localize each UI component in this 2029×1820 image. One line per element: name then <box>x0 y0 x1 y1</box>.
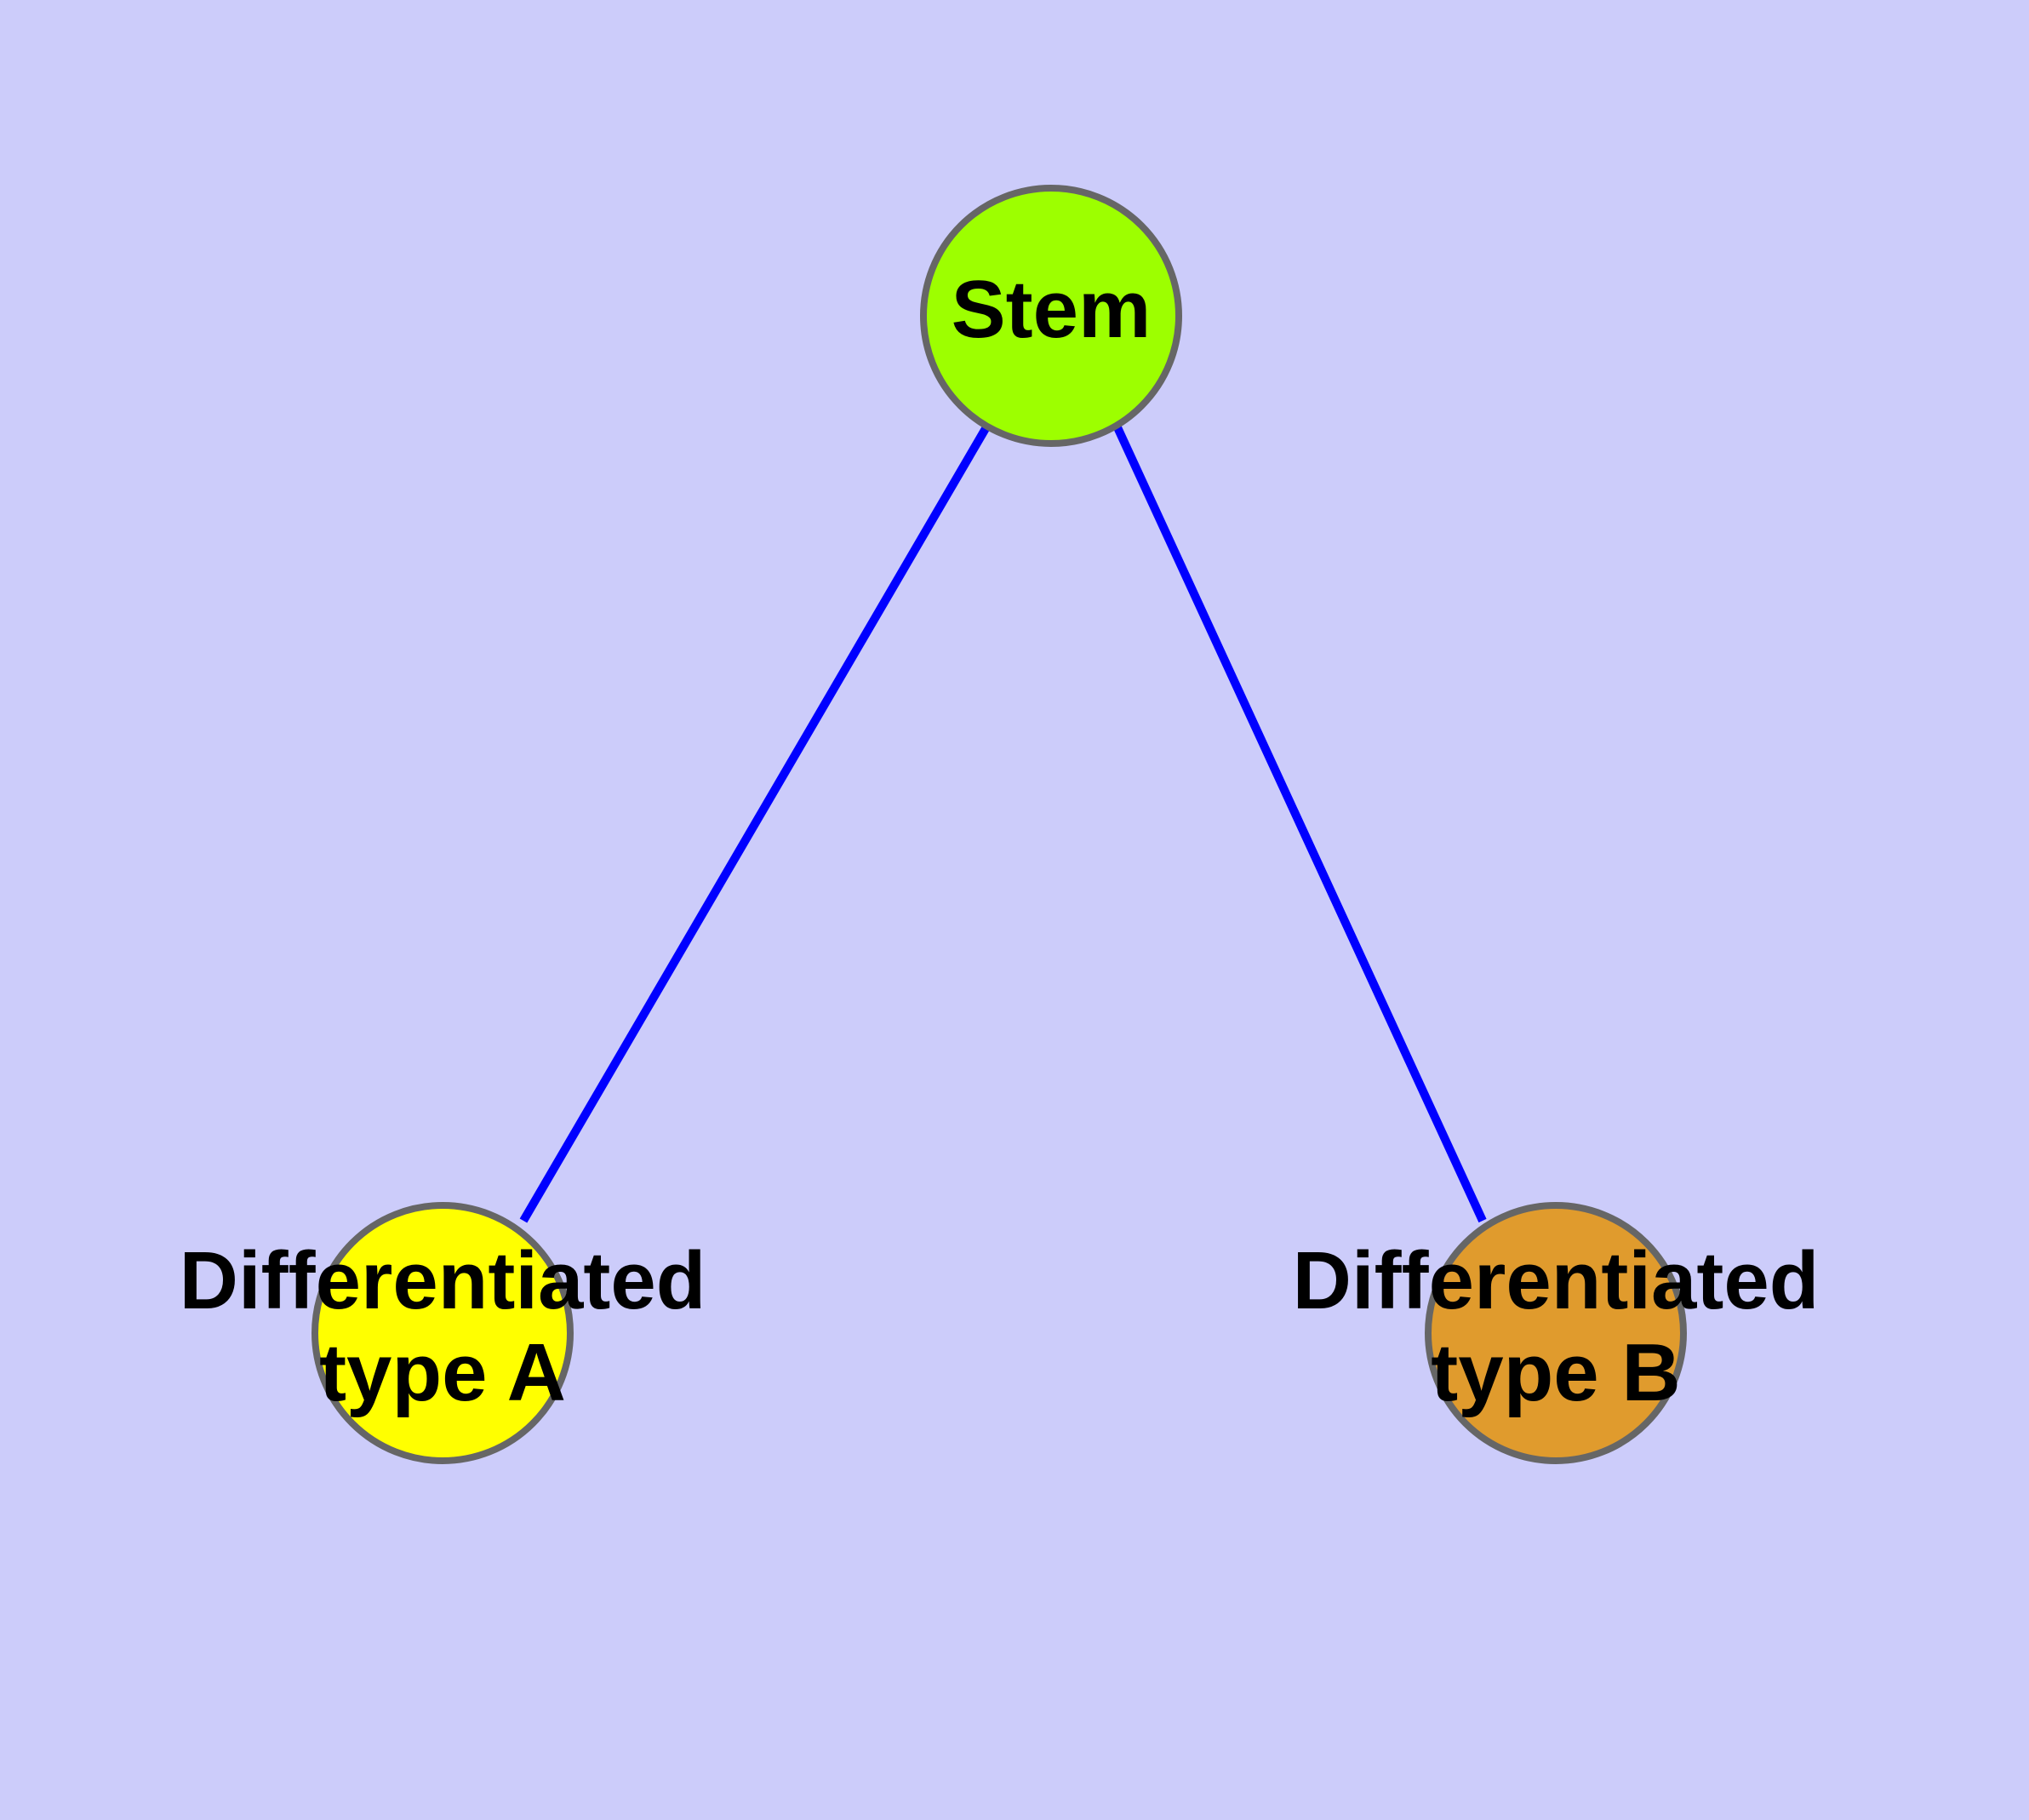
node-label-line: Stem <box>952 264 1152 355</box>
edge-stem-to-differentiated-type-b[interactable] <box>1112 423 1487 1223</box>
node-label-line: Differentiated <box>180 1236 706 1327</box>
node-label-line: Differentiated <box>1293 1236 1820 1327</box>
node-stem-circle[interactable] <box>920 185 1182 447</box>
node-label-line: type B <box>1431 1327 1680 1418</box>
edge-stem-to-differentiated-type-a[interactable] <box>519 423 992 1223</box>
node-differentiated-type-b-circle[interactable] <box>1425 1202 1687 1464</box>
node-stem[interactable]: Stem <box>920 185 1182 447</box>
node-stem-label: Stem <box>952 264 1152 355</box>
node-label-line: type A <box>319 1327 566 1418</box>
edge-layer <box>519 423 1487 1223</box>
node-differentiated-type-a-circle[interactable] <box>311 1202 574 1464</box>
